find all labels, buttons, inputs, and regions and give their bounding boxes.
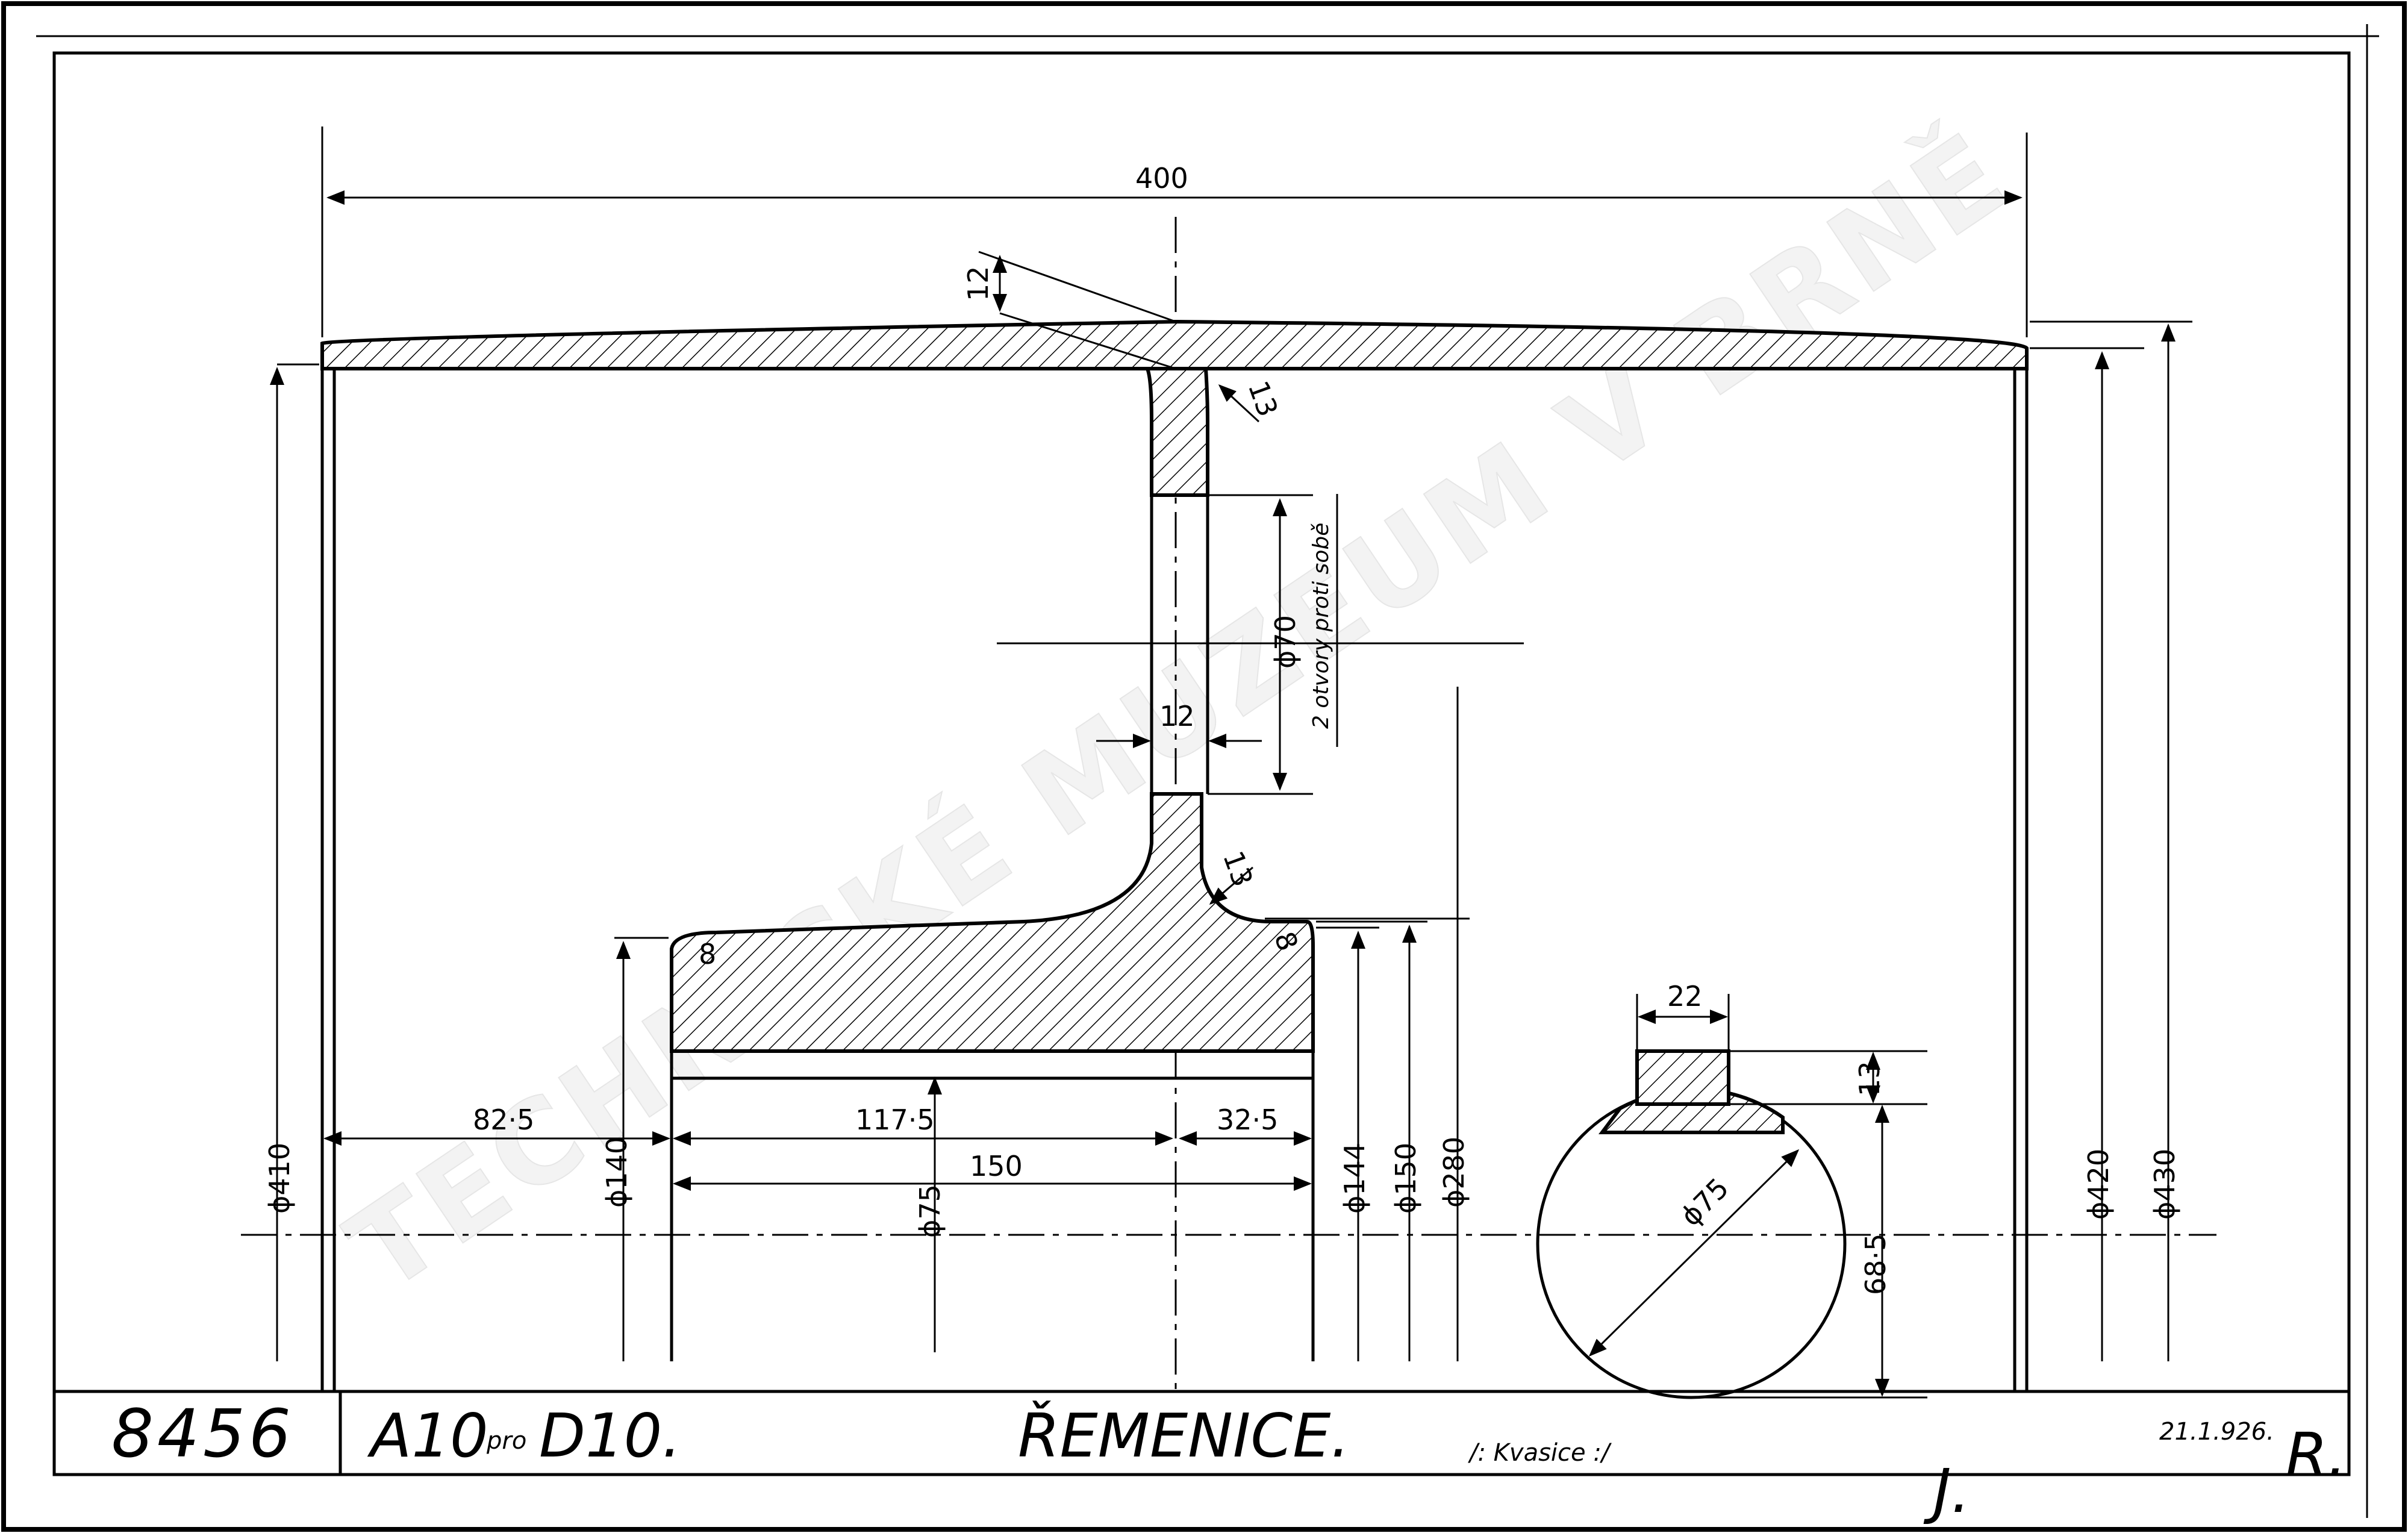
drawing-number: 8456 <box>111 1395 295 1472</box>
dim-web-thickness: 12 <box>1096 700 1262 748</box>
rim-outline <box>320 369 2029 1390</box>
model-joiner: pro <box>486 1427 526 1455</box>
dim-400-label: 400 <box>1135 162 1188 195</box>
svg-text:ϕ150: ϕ150 <box>1390 1143 1422 1214</box>
dim-d420: ϕ420 <box>2030 347 2144 1361</box>
svg-text:117·5: 117·5 <box>855 1104 935 1136</box>
svg-text:12: 12 <box>962 266 994 301</box>
svg-text:ϕ144: ϕ144 <box>1338 1143 1371 1214</box>
dim-bore-diameter: ϕ75 <box>1674 1172 1735 1232</box>
hub-section <box>670 792 1315 1053</box>
svg-text:ϕ70: ϕ70 <box>1269 615 1302 669</box>
dim-lengths: 82·5 117·5 32·5 150 <box>323 1104 1312 1191</box>
dim-d140: ϕ140 <box>600 937 669 1361</box>
dim-d150: ϕ150 <box>1316 920 1427 1361</box>
drafter-initial: J. <box>1923 1456 1970 1526</box>
web-middle <box>1150 495 1209 794</box>
dim-fillet-lower: 13 <box>1217 847 1259 891</box>
dim-d280: ϕ280 <box>1265 687 1470 1361</box>
dim-d75-left: ϕ75 <box>914 1076 946 1352</box>
svg-text:12: 12 <box>1159 700 1195 732</box>
dim-hub-fillet-left: 8 <box>699 938 716 970</box>
dim-d410: ϕ410 <box>263 363 319 1361</box>
svg-text:ϕ140: ϕ140 <box>600 1137 633 1208</box>
svg-text:ϕ280: ϕ280 <box>1438 1137 1470 1208</box>
web-upper-section <box>1144 367 1209 497</box>
svg-text:ϕ410: ϕ410 <box>263 1143 296 1214</box>
svg-text:150: 150 <box>970 1150 1023 1182</box>
dim-d430: ϕ430 <box>2030 320 2192 1361</box>
location-note: /: Kvasice :/ <box>1468 1439 1612 1467</box>
dim-bore-depth: 68·5 <box>1859 1234 1892 1295</box>
part-name: ŘEMENICE. <box>1018 1400 1350 1471</box>
dim-rim-thickness: 12 <box>962 251 1176 370</box>
bore-section-view: 22 13 68·5 ϕ75 <box>1536 980 1927 1399</box>
dim-hole: ϕ70 2 otvory proti sobě <box>997 494 1524 795</box>
svg-text:ϕ420: ϕ420 <box>2082 1149 2115 1220</box>
rim-section <box>320 319 2029 370</box>
title-block: 8456 A10 pro D10. ŘEMENICE. /: Kvasice :… <box>54 1390 2349 1526</box>
hole-note: 2 otvory proti sobě <box>1309 523 1333 729</box>
svg-text:82·5: 82·5 <box>473 1104 534 1136</box>
signature: R. <box>2286 1420 2347 1490</box>
svg-text:ϕ430: ϕ430 <box>2148 1149 2181 1220</box>
model-code: A10 <box>367 1400 488 1471</box>
dim-d144: ϕ144 <box>1316 926 1379 1361</box>
dim-key-depth: 13 <box>1853 1061 1886 1096</box>
dim-fillet-upper: 13 <box>1242 376 1285 420</box>
model-target: D10. <box>539 1400 681 1471</box>
svg-text:32·5: 32·5 <box>1217 1104 1278 1136</box>
dim-key-width: 22 <box>1667 980 1703 1013</box>
date: 21.1.926. <box>2159 1418 2274 1446</box>
dim-overall-width: 400 <box>321 126 2028 337</box>
svg-text:ϕ75: ϕ75 <box>914 1184 946 1238</box>
